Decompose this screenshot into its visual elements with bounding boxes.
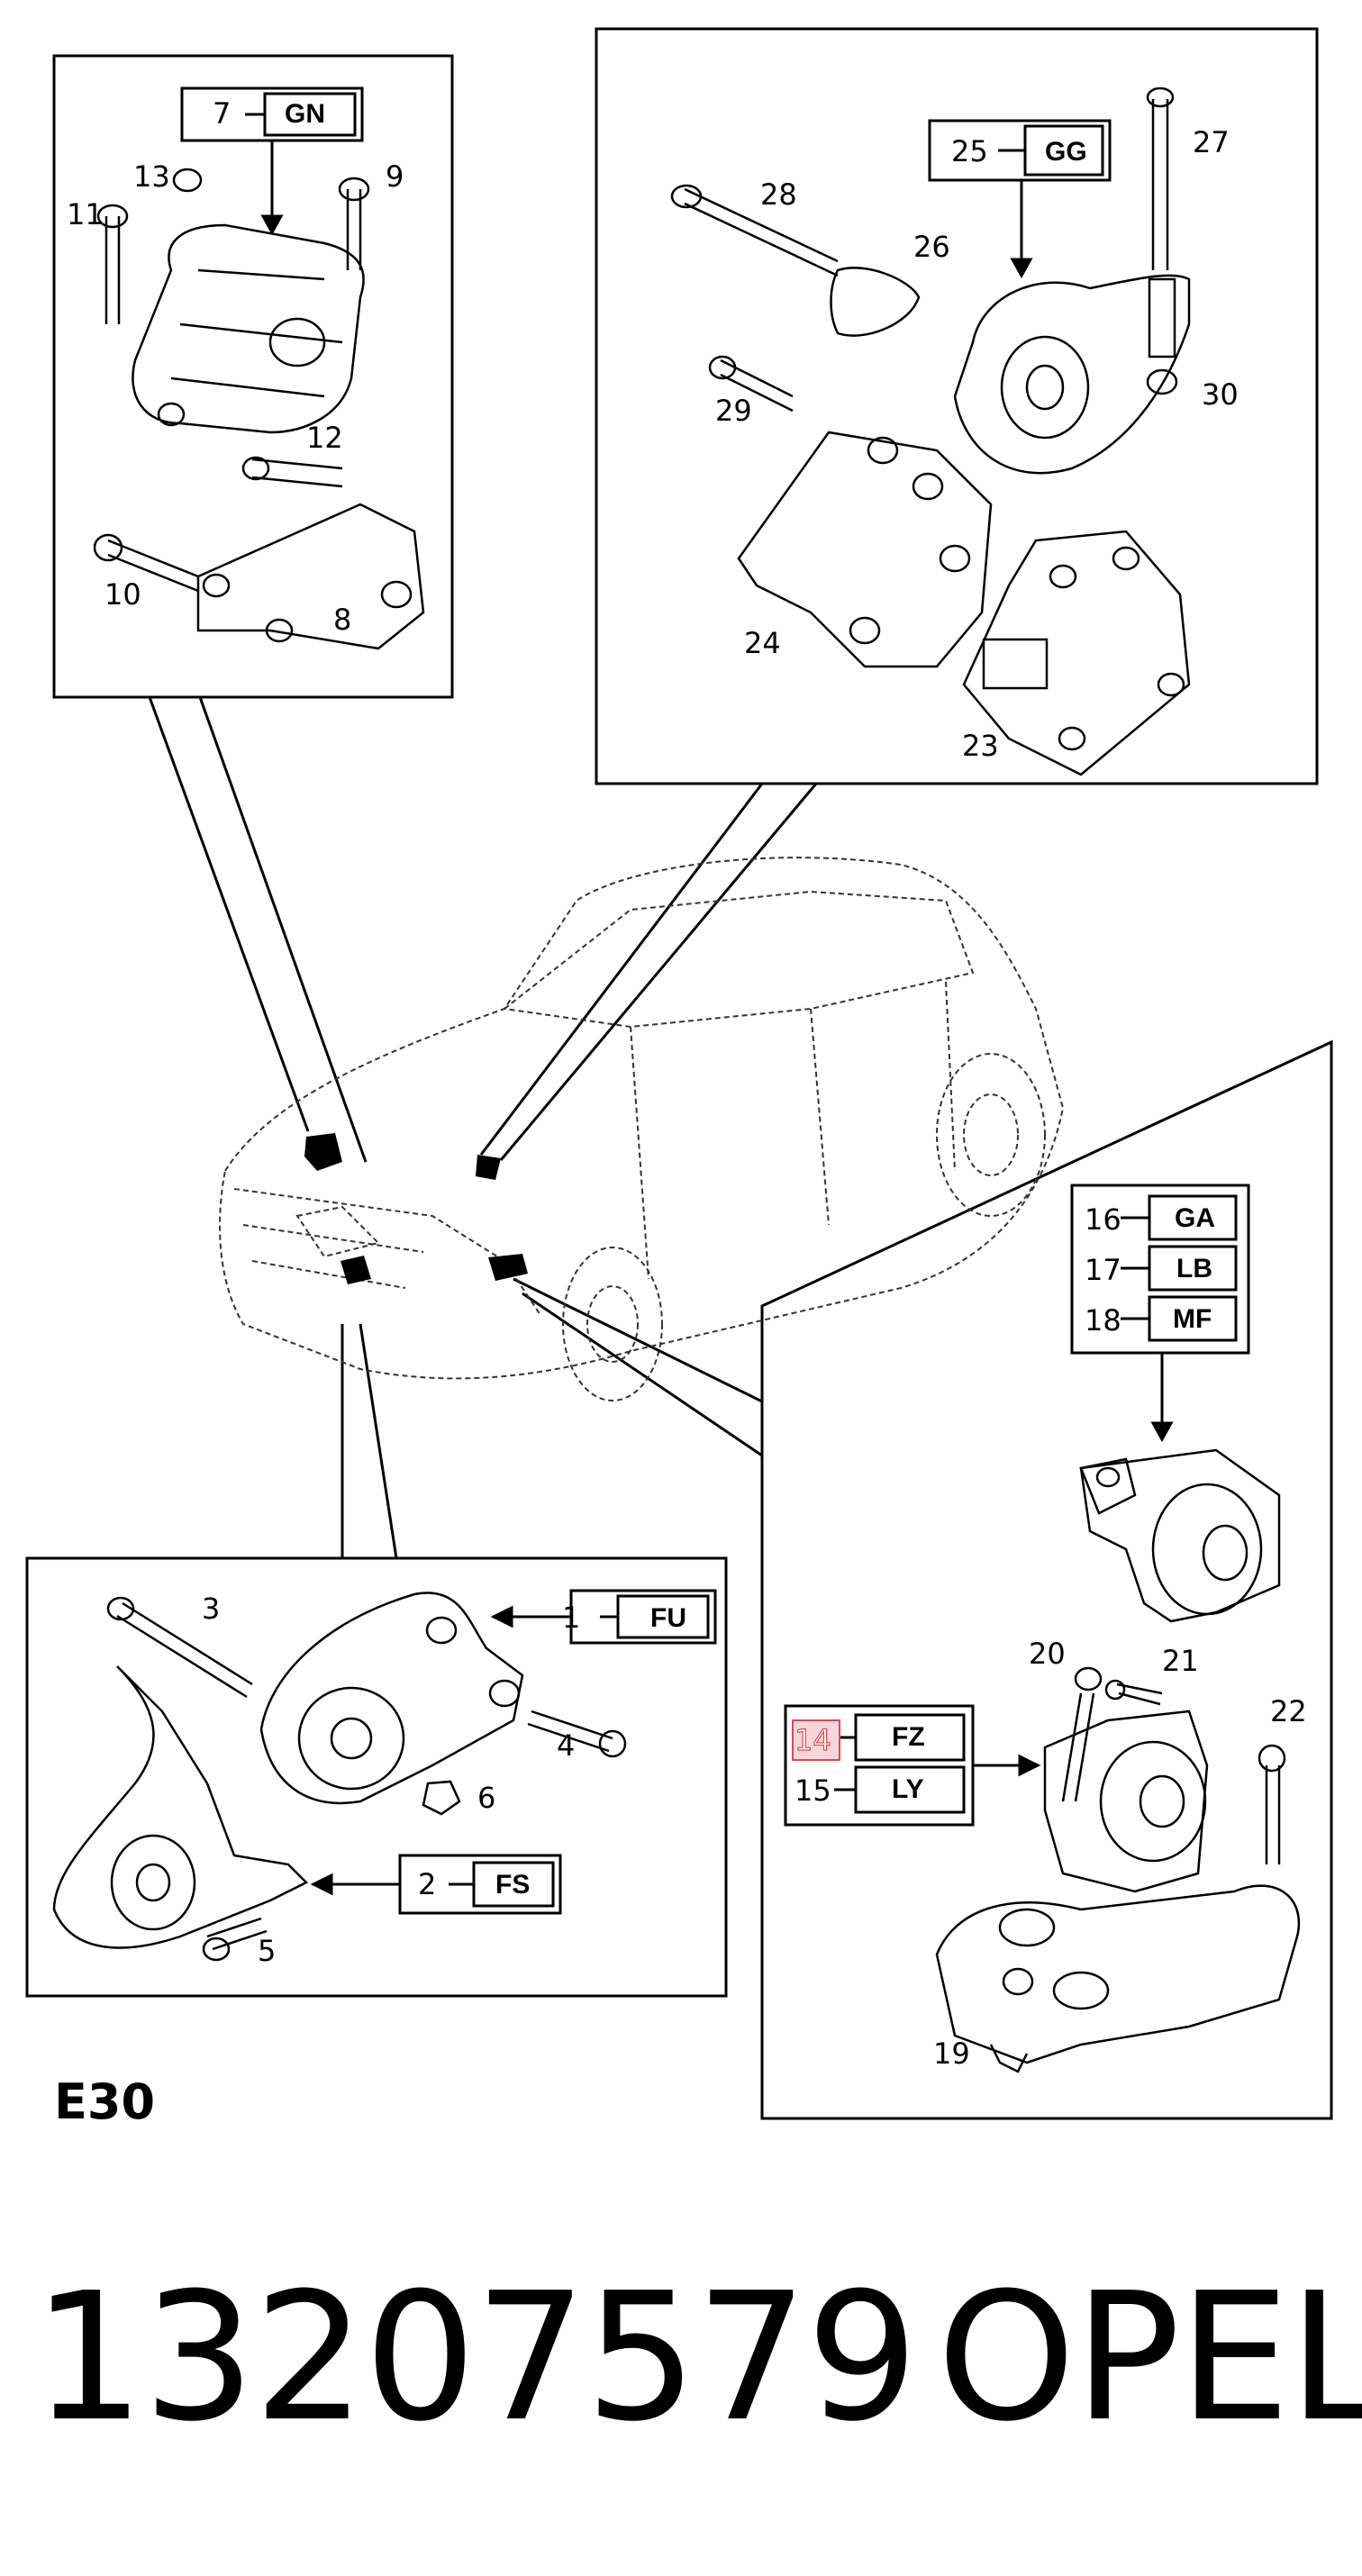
callout-code-gg: GG	[1045, 137, 1087, 167]
panel-top-right-frame	[595, 27, 1319, 785]
callout-number-11: 11	[67, 197, 104, 231]
callout-number-25: 25	[951, 134, 988, 168]
callout-number-10: 10	[104, 577, 141, 612]
callout-code-fu: FU	[650, 1603, 686, 1633]
panel-bottom-left-parts	[52, 1592, 627, 1962]
callout-number-1: 1	[562, 1601, 581, 1635]
callout-number-21: 21	[1162, 1644, 1199, 1678]
callout-number-16: 16	[1085, 1202, 1121, 1237]
panel-bottom-left-frame	[25, 1556, 728, 1998]
panel-top-left-parts	[93, 168, 425, 650]
callout-boxes	[180, 86, 1250, 1915]
callout-code-fz: FZ	[892, 1722, 925, 1752]
callout-number-23: 23	[962, 729, 999, 763]
callout-number-26: 26	[913, 230, 950, 264]
callout-number-17: 17	[1085, 1253, 1121, 1287]
callout-number-27: 27	[1193, 125, 1230, 159]
callout-number-2: 2	[418, 1867, 437, 1901]
callout-number-13: 13	[133, 159, 170, 194]
panel-top-left-frame	[52, 54, 454, 699]
part-number: 13207579	[32, 2255, 919, 2461]
panel-bottom-right-parts	[935, 1448, 1301, 2073]
leader-lines	[148, 696, 818, 1559]
brand-name: OPEL	[937, 2255, 1362, 2461]
panel-top-right-parts	[670, 86, 1191, 776]
callout-code-gn: GN	[285, 99, 325, 129]
callout-number-7: 7	[213, 96, 232, 131]
callout-code-lb: LB	[1176, 1254, 1212, 1283]
callout-number-3: 3	[202, 1592, 221, 1626]
callout-number-20: 20	[1029, 1637, 1066, 1671]
car-illustration	[219, 857, 1065, 1401]
callout-code-ga: GA	[1175, 1203, 1215, 1233]
callout-number-28: 28	[760, 177, 797, 212]
callout-number-6: 6	[477, 1781, 496, 1815]
callout-code-ly: LY	[892, 1774, 924, 1804]
callout-number-8: 8	[333, 603, 352, 637]
callout-number-30: 30	[1202, 377, 1239, 412]
callout-number-4: 4	[557, 1728, 576, 1763]
callout-number-14-highlighted: 14	[794, 1723, 831, 1757]
callout-number-9: 9	[386, 159, 404, 194]
callout-number-22: 22	[1270, 1694, 1307, 1728]
callout-code-mf: MF	[1173, 1304, 1212, 1334]
callout-number-18: 18	[1085, 1303, 1121, 1338]
section-label: E30	[54, 2073, 156, 2130]
panel-bottom-right-frame	[760, 1039, 1333, 2120]
callout-code-fs: FS	[495, 1870, 531, 1900]
callout-number-19: 19	[933, 2036, 970, 2071]
callout-number-15: 15	[794, 1773, 831, 1808]
callout-number-24: 24	[744, 626, 781, 660]
callout-number-29: 29	[715, 394, 752, 428]
mount-location-marks	[304, 1133, 528, 1284]
callout-number-5: 5	[258, 1934, 277, 1968]
callout-number-12: 12	[306, 421, 343, 455]
